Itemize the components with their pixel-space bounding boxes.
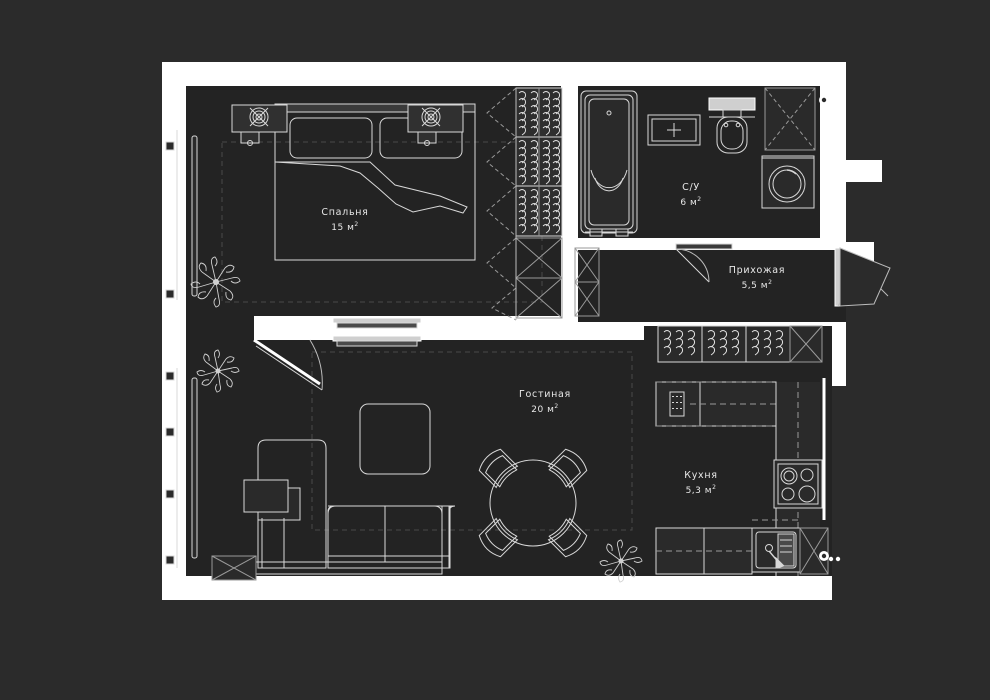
living-rug [311,351,633,531]
kitchen-counter-top [655,381,820,427]
room-label-kitchen: Кухня 5,3 м2 [684,470,717,496]
coffee-table [359,403,431,475]
bed [274,111,476,261]
hall-wardrobe [574,247,600,317]
living-floor [186,340,644,576]
bathtub [580,90,638,237]
dining-chair-n [478,448,519,489]
washing-machine [761,155,815,209]
living-cabinet [211,555,257,581]
door-entry [834,247,891,307]
washbasin [647,114,701,146]
tv-console-bedroom [332,317,422,329]
cooktop [773,459,823,509]
dining-table [489,459,577,547]
door-bathroom [675,243,733,283]
room-area: 6 м2 [680,196,701,208]
room-name: Гостиная [519,389,571,400]
room-area: 5,3 м2 [686,484,717,496]
room-label-hallway: Прихожая 5,5 м2 [729,265,785,291]
wardrobe-door-arcs [486,87,517,321]
room-name: Спальня [321,207,368,218]
dining-chair-s [547,517,588,558]
room-area: 15 м2 [331,221,358,233]
wardrobe [486,87,563,321]
room-name: С/У [682,182,700,193]
dining-chair-w [478,517,519,558]
side-table [243,479,289,513]
pillow-left [289,117,373,159]
bathroom [580,90,756,283]
plant-2 [196,349,240,393]
dining-chair-e [547,448,588,489]
nightstand-right [407,104,464,146]
kitchen-base-cabinets [655,519,800,575]
room-labels: Спальня 15 м2 С/У 6 м2 Прихожая 5,5 м2 Г… [321,182,785,496]
room-area: 20 м2 [531,403,558,415]
living-room [211,335,633,581]
plants [190,256,643,583]
bed-blanket [274,161,468,214]
dining-set [478,448,588,558]
hallway-floor [578,250,846,322]
radiator-2 [191,377,198,559]
left-wall-openings [165,130,826,568]
nightstand-left [231,104,288,146]
plant-3 [599,539,643,583]
room-area: 5,5 м2 [742,279,773,291]
wardrobe-hangers [518,91,561,234]
tv-console-living [332,335,422,347]
radiator-1 [191,135,198,297]
room-name: Прихожая [729,265,785,276]
kitchen [655,325,841,576]
kitchen-upper-cabinets [657,325,823,363]
entry-zone [761,87,891,307]
bedroom [221,103,543,329]
room-label-bedroom: Спальня 15 м2 [321,207,368,233]
outlet-icons [819,95,829,122]
kitchen-hood [669,391,685,417]
kitchen-corner-cabinet [799,527,829,575]
room-label-bathroom: С/У 6 м2 [680,182,701,208]
room-name: Кухня [684,470,717,481]
kitchen-sink [751,527,801,573]
plant-1 [190,256,241,308]
door-bedroom [253,338,323,391]
toilet [708,97,756,154]
room-label-living: Гостиная 20 м2 [519,389,571,415]
outlet-icon-kitchen [819,551,841,562]
